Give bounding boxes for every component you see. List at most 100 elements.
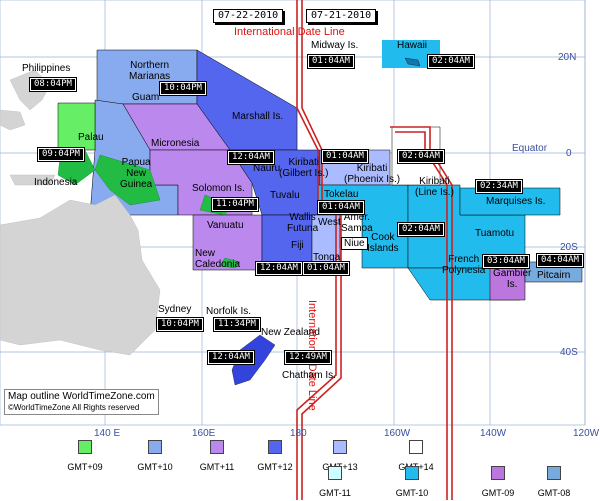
legend-item-gmtminus09: GMT-09 xyxy=(468,466,528,501)
time-hawaii: 02:04AM xyxy=(427,54,475,69)
zone-gmt-minus-10-marquises xyxy=(459,187,561,216)
legend-label: GMT+10 xyxy=(137,462,173,472)
axis-lon-120w: 120W xyxy=(573,428,600,439)
legend-swatch xyxy=(328,466,342,480)
label-indonesia: Indonesia xyxy=(34,177,78,188)
label-kiribati-gilbert-1: Kiribati xyxy=(288,157,320,168)
label-kiribati-line-1: Kiribati xyxy=(419,176,450,187)
legend-item-gmtplus10: GMT+10 xyxy=(125,440,185,475)
legend-label: GMT-11 xyxy=(319,488,351,498)
legend-label: GMT+11 xyxy=(199,462,235,472)
axis-lat-20s: 20S xyxy=(560,242,578,253)
time-midway: 01:04AM xyxy=(307,54,355,69)
time-tonga: 01:04AM xyxy=(302,261,350,276)
label-tonga: Tonga xyxy=(313,252,341,263)
label-tokelau: Tokelau xyxy=(324,189,359,200)
axis-lon-140e: 140 E xyxy=(94,428,121,439)
label-french-polynesia: French Polynesia xyxy=(442,254,485,276)
axis-lon-140w: 140W xyxy=(480,428,507,439)
time-gilbert: 12:04AM xyxy=(227,150,275,165)
label-kiribati-line-2: (Line Is.) xyxy=(415,187,454,198)
legend-item-gmtminus08: GMT-08 xyxy=(524,466,584,501)
legend-label: GMT-08 xyxy=(537,488,571,498)
label-samoa: Samoa xyxy=(341,223,373,234)
label-islands: Islands xyxy=(367,243,399,254)
label-kiribati-gilbert-2: (Gilbert Is.) xyxy=(279,168,329,179)
label-cook: Cook xyxy=(371,232,395,243)
time-fiji: 12:04AM xyxy=(255,261,303,276)
label-equator: Equator xyxy=(512,143,548,154)
label-pitcairn: Pitcairn xyxy=(537,270,571,281)
time-new-zealand: 12:04AM xyxy=(207,350,255,365)
label-fiji: Fiji xyxy=(291,240,304,251)
label-kiribati-gilbert: Kiribati (Gilbert Is.) xyxy=(279,157,328,179)
label-papua-new-guinea: Papua New Guinea xyxy=(120,157,152,190)
label-northern-marianas: Northern Marianas xyxy=(129,60,170,82)
label-new-caledonia-2: Caledonia xyxy=(195,259,241,270)
legend-swatch xyxy=(210,440,224,454)
time-line: 02:04AM xyxy=(397,149,445,164)
legend-swatch xyxy=(333,440,347,454)
credit-line2: ©WorldTimeZone All Rights reserved xyxy=(8,403,140,412)
legend-item-gmtplus12: GMT+12 xyxy=(245,440,305,475)
credit-line1: Map outline WorldTimeZone.com xyxy=(8,391,155,402)
label-kiribati-phoenix-2: (Phoenix Is.) xyxy=(344,174,401,185)
legend-item-gmtplus09: GMT+09 xyxy=(55,440,115,475)
label-gambier-2: Is. xyxy=(506,279,518,290)
legend-item-gmtminus11: GMT-11 xyxy=(305,466,365,501)
label-kiribati-phoenix-1: Kiribati xyxy=(356,163,388,174)
time-phoenix: 01:04AM xyxy=(321,149,369,164)
time-solomon: 11:04PM xyxy=(211,197,259,212)
legend-swatch xyxy=(409,440,423,454)
axis-lon-180: 180 xyxy=(290,428,307,439)
legend-swatch xyxy=(491,466,505,480)
time-pitcairn: 04:04AM xyxy=(536,253,584,268)
time-palau: 09:04PM xyxy=(37,147,85,162)
label-northern: Northern xyxy=(130,60,170,71)
time-chatham: 12:49AM xyxy=(284,350,332,365)
label-kiribati-line: Kiribati (Line Is.) xyxy=(415,176,454,198)
label-palau: Palau xyxy=(78,132,104,143)
label-guinea: Guinea xyxy=(120,179,153,190)
label-philippines: Philippines xyxy=(22,63,71,74)
axis-lat-0: 0 xyxy=(566,148,572,159)
legend-swatch xyxy=(148,440,162,454)
time-sydney: 10:04PM xyxy=(156,317,204,332)
label-marquises: Marquises Is. xyxy=(486,196,546,207)
label-sydney: Sydney xyxy=(158,304,192,315)
time-guam: 10:04PM xyxy=(159,81,207,96)
label-gambier-1: Gambier xyxy=(493,268,532,279)
legend-item-gmtminus10: GMT-10 xyxy=(382,466,442,501)
label-futuna: Futuna xyxy=(287,223,319,234)
label-micronesia: Micronesia xyxy=(151,138,200,149)
legend-label: GMT-09 xyxy=(481,488,515,498)
label-vanuatu: Vanuatu xyxy=(207,220,244,231)
legend-swatch xyxy=(405,466,419,480)
label-polynesia: Polynesia xyxy=(442,265,486,276)
label-papua: Papua xyxy=(121,157,151,168)
axis-lat-20n: 20N xyxy=(558,52,577,63)
label-amer: Amer. xyxy=(343,212,370,223)
label-tuamotu: Tuamotu xyxy=(475,228,515,239)
legend-item-gmtplus11: GMT+11 xyxy=(187,440,247,475)
label-gambier: Gambier Is. xyxy=(493,268,531,290)
label-kiribati-phoenix: Kiribati (Phoenix Is.) xyxy=(344,163,400,185)
label-niue: Niue xyxy=(341,237,368,250)
date-right: 07-21-2010 xyxy=(306,9,377,23)
time-cook: 02:04AM xyxy=(397,222,445,237)
label-solomon: Solomon Is. xyxy=(192,183,245,194)
time-norfolk: 11:34PM xyxy=(213,317,261,332)
label-new-caledonia: New Caledonia xyxy=(195,248,240,270)
label-marshall: Marshall Is. xyxy=(232,111,284,122)
label-midway: Midway Is. xyxy=(311,40,359,51)
axis-lon-160e: 160E xyxy=(192,428,216,439)
date-left: 07-22-2010 xyxy=(213,9,284,23)
label-norfolk: Norfolk Is. xyxy=(206,306,252,317)
zone-gmt-minus-10-hawaii xyxy=(382,40,440,68)
legend-swatch xyxy=(547,466,561,480)
time-marquises: 02:34AM xyxy=(475,179,523,194)
legend-swatch xyxy=(268,440,282,454)
label-wallis-futuna: Wallis Futuna xyxy=(287,212,318,234)
label-tuvalu: Tuvalu xyxy=(270,190,300,201)
zone-gmt-plus-9-palau xyxy=(57,102,96,151)
